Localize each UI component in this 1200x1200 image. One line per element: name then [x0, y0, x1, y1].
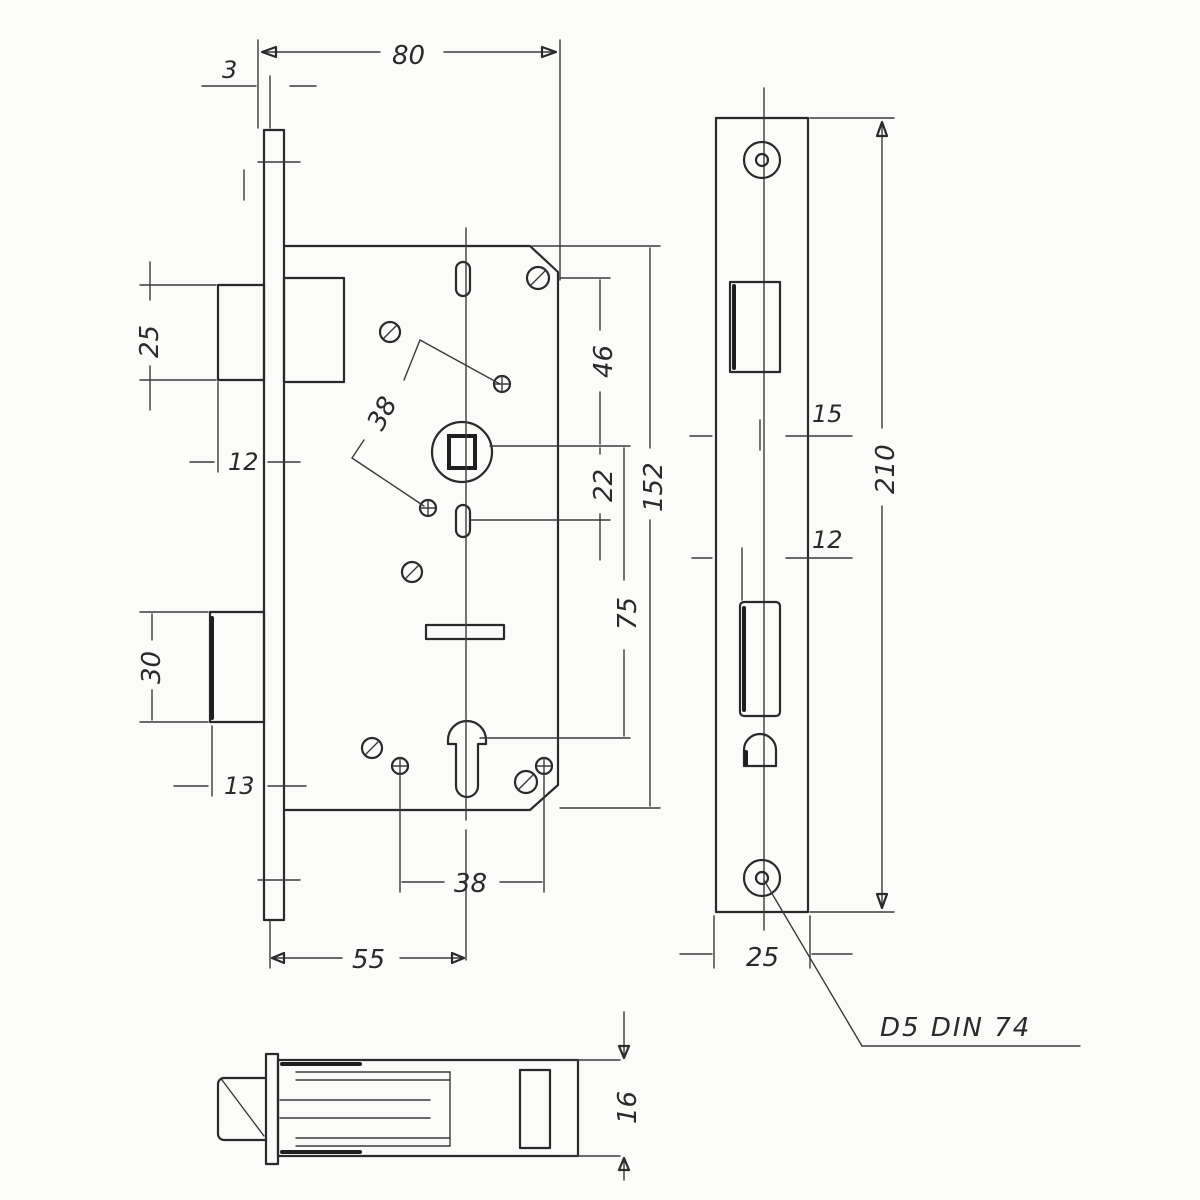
screw-spec-note: D5 DIN 74	[880, 1013, 1031, 1043]
faceplate-front	[262, 128, 286, 922]
latch-opening	[738, 600, 782, 718]
deadbolt	[216, 283, 266, 382]
dim-follower-to-cylinder: 75	[613, 597, 643, 630]
follower-hub	[430, 420, 494, 484]
faceplate-screw-bottom	[742, 858, 782, 898]
lock-case	[282, 244, 560, 812]
cylinder-hole	[446, 719, 488, 799]
latch-tip-section	[216, 1076, 268, 1142]
section-view: 16	[216, 1011, 643, 1181]
dim-top-to-follower: 46	[589, 345, 619, 378]
dim-deadbolt-height: 25	[135, 325, 165, 358]
faceplate-screw-top	[742, 140, 782, 180]
dim-strike-upper: 15	[812, 400, 843, 428]
front-dimensions: 80 3 25 12 38 46 22 75 152	[135, 39, 669, 975]
dim-follower-offset: 38	[362, 392, 404, 435]
dim-overall-width: 80	[392, 41, 425, 71]
lock-body-section	[276, 1058, 580, 1158]
dim-faceplate-width: 25	[746, 943, 779, 973]
dim-faceplate-thickness: 3	[222, 56, 237, 84]
dim-backset: 55	[352, 945, 385, 975]
dim-case-height: 152	[639, 462, 669, 512]
dim-screw-spacing: 38	[454, 869, 487, 899]
latch-round	[742, 732, 778, 768]
dim-faceplate-length: 210	[871, 444, 901, 494]
faceplate-dimensions: 15 12 210 25 D5 DIN 74	[679, 117, 1081, 1047]
dim-backset-offset: 12	[228, 448, 259, 476]
dim-latch-offset: 13	[224, 772, 255, 800]
faceplate-outline	[714, 116, 810, 914]
dim-latch-height: 30	[137, 651, 167, 684]
mechanism-slot	[424, 623, 506, 641]
faceplate-view	[714, 87, 810, 931]
dim-follower-to-spindle: 22	[589, 469, 619, 502]
latch-bolt	[208, 610, 266, 724]
dim-strike-lower: 12	[812, 526, 843, 554]
deadbolt-opening	[728, 280, 782, 374]
dim-section-thickness: 16	[613, 1091, 643, 1124]
front-view	[208, 128, 560, 961]
